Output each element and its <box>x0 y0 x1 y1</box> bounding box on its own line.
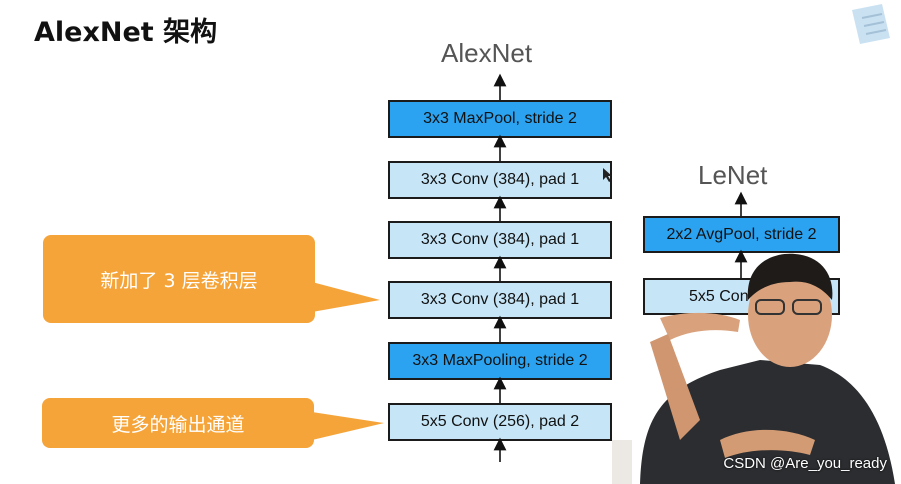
callout-pointer-icon <box>312 412 384 440</box>
callout-more-conv-layers: 新加了 3 层卷积层 <box>43 235 315 323</box>
callout-more-output-channels: 更多的输出通道 <box>42 398 314 448</box>
presenter-figure-icon <box>612 253 895 484</box>
slide-title: AlexNet 架构 <box>34 17 218 48</box>
alexnet-title: AlexNet <box>441 38 533 68</box>
lenet-layer-avgpool: 2x2 AvgPool, stride 2 <box>643 216 840 253</box>
alexnet-layer-conv256: 5x5 Conv (256), pad 2 <box>388 403 612 441</box>
bilibili-logo-icon <box>852 4 890 44</box>
callout-pointer-icon <box>312 282 380 312</box>
alexnet-layer-conv384-1: 3x3 Conv (384), pad 1 <box>388 281 612 319</box>
alexnet-layer-conv384-3: 3x3 Conv (384), pad 1 <box>388 161 612 199</box>
alexnet-layer-maxpooling: 3x3 MaxPooling, stride 2 <box>388 342 612 380</box>
cursor-icon <box>603 168 612 182</box>
lenet-title: LeNet <box>698 160 768 190</box>
watermark: CSDN @Are_you_ready <box>723 455 887 472</box>
